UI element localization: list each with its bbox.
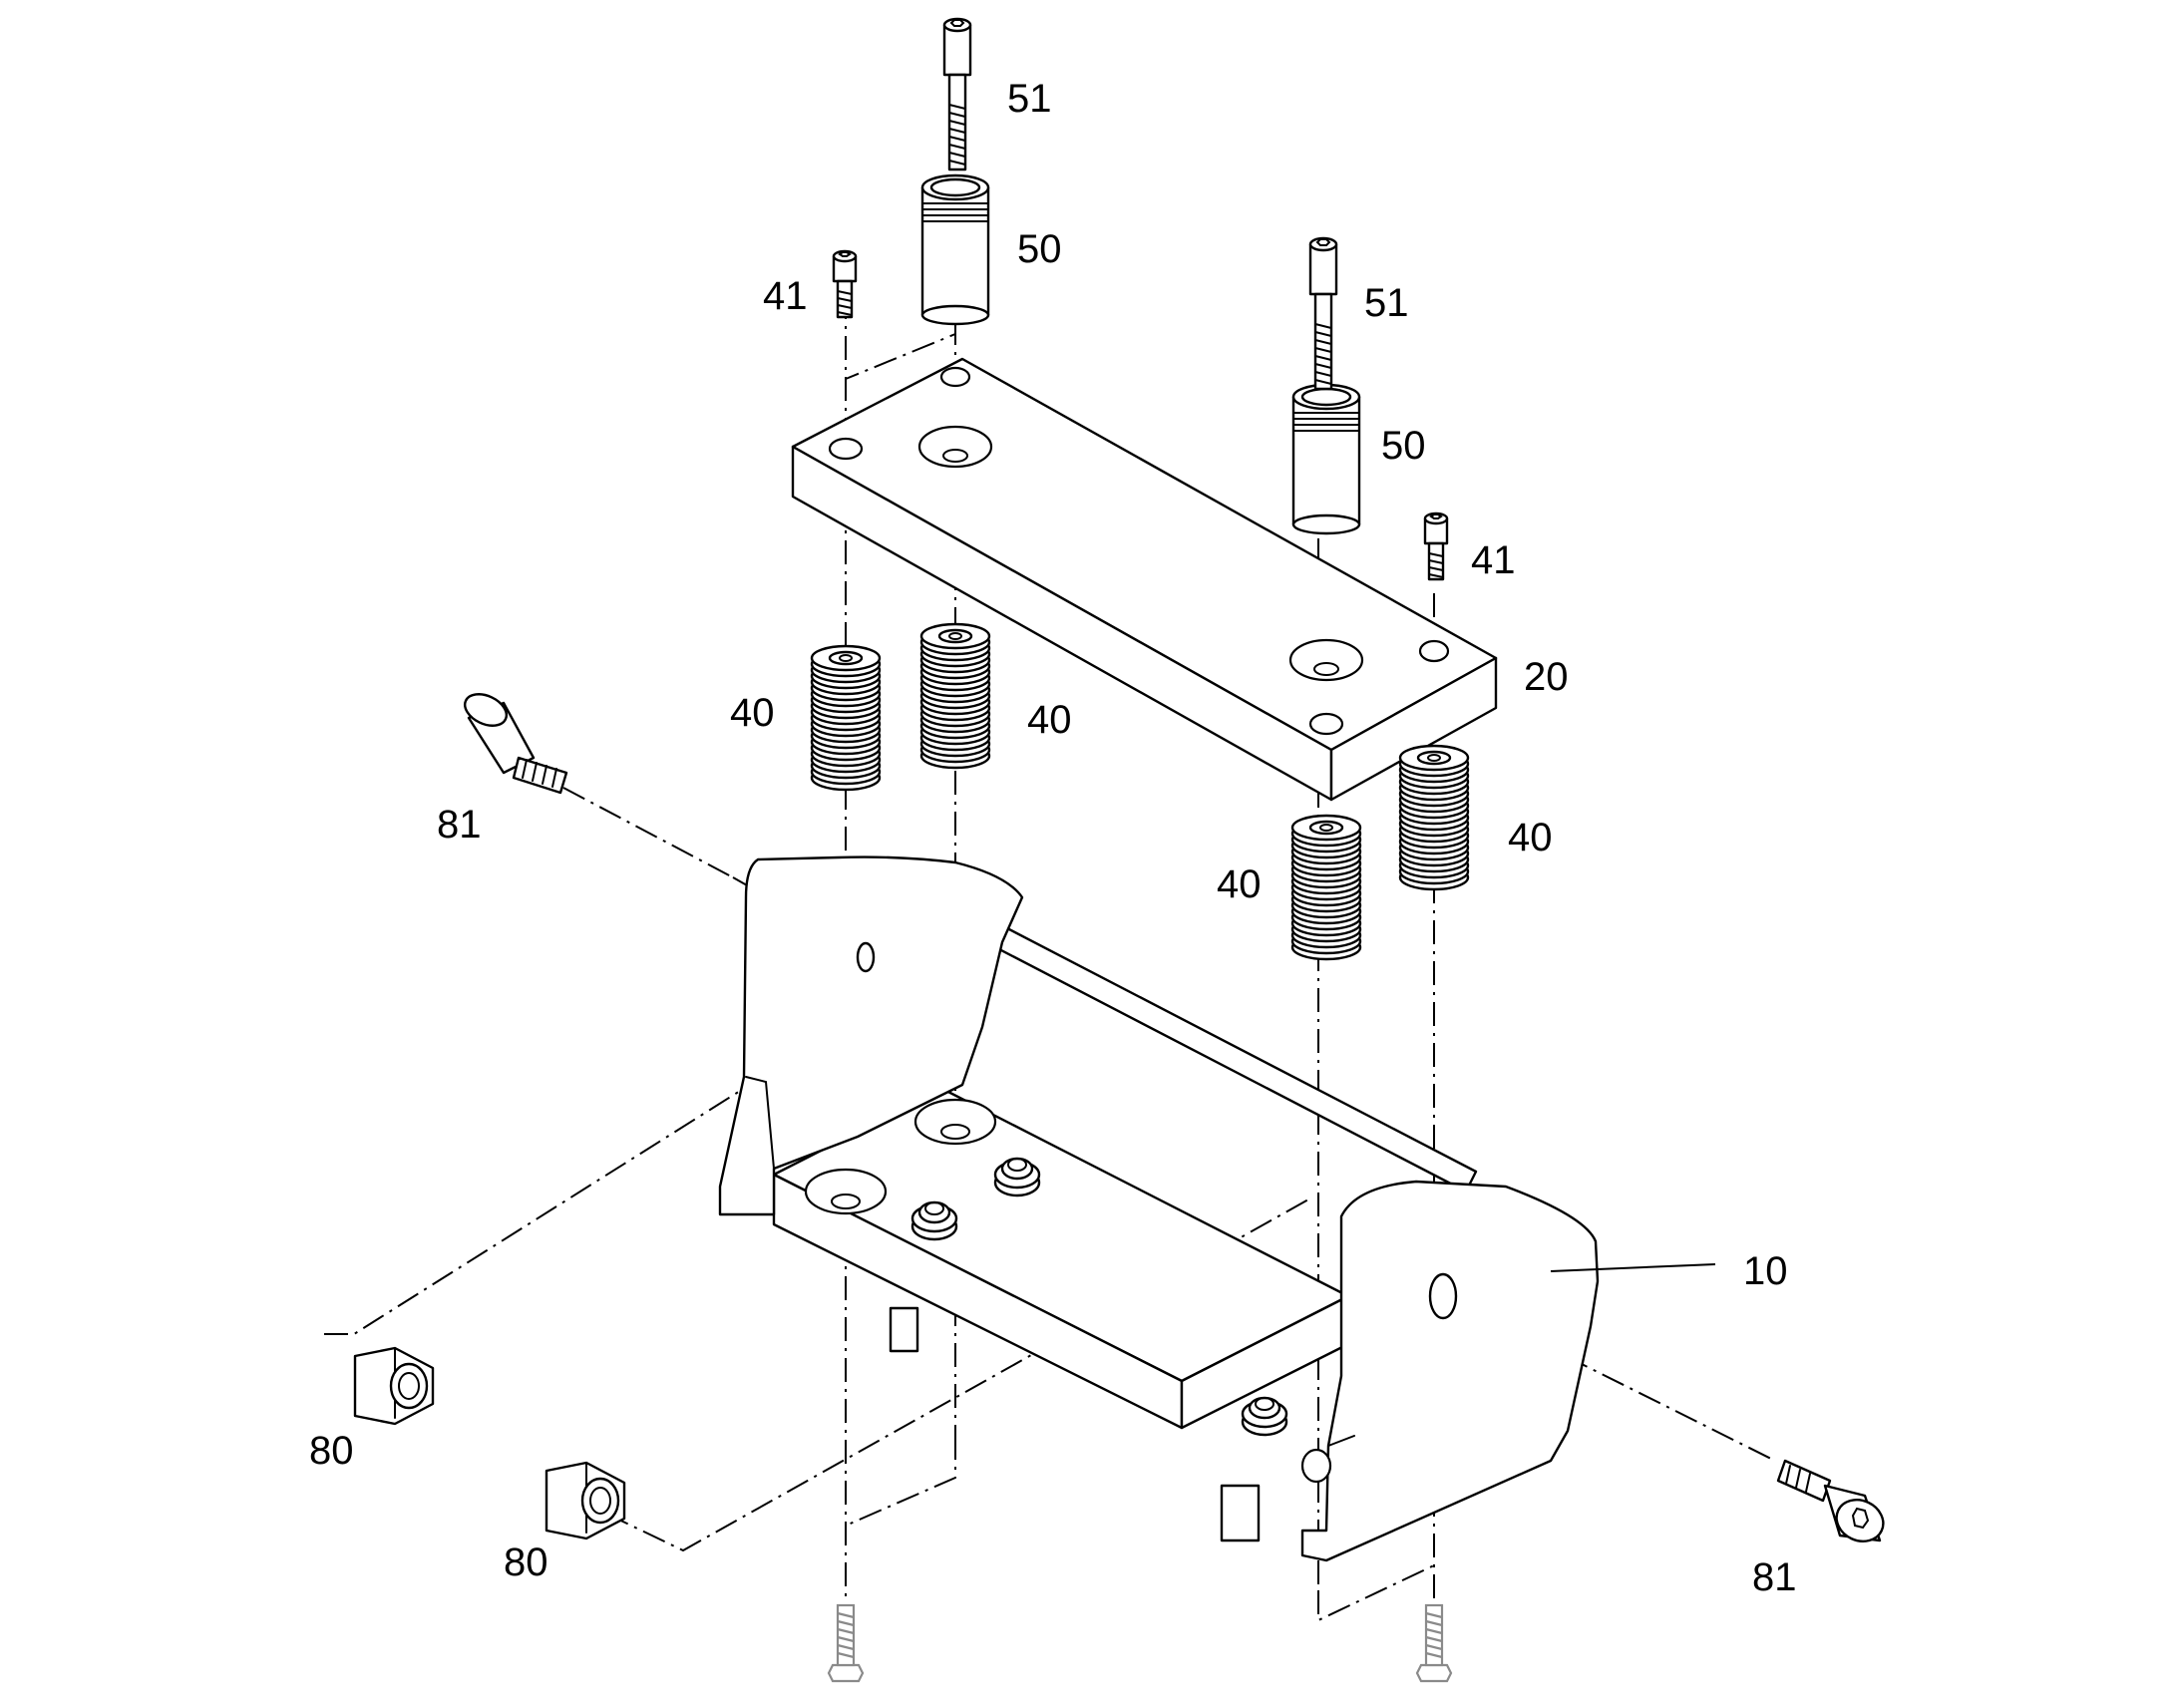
callout-40-a: 40 xyxy=(730,691,775,735)
callout-50-middle: 50 xyxy=(1381,424,1426,468)
side-bolt-left xyxy=(464,693,568,795)
base-leader-line xyxy=(1550,1263,1716,1272)
callout-81-right: 81 xyxy=(1752,1555,1797,1599)
callout-51-top: 51 xyxy=(1007,77,1052,121)
nuts xyxy=(353,1346,626,1540)
callout-50-top: 50 xyxy=(1017,227,1062,271)
side-bolt-right xyxy=(1776,1459,1885,1542)
top-plate xyxy=(791,357,1498,802)
callout-40-c: 40 xyxy=(1217,862,1262,906)
callout-41-top: 41 xyxy=(763,274,808,318)
callout-80-left: 80 xyxy=(309,1429,354,1473)
callout-80-right: 80 xyxy=(504,1540,548,1584)
callout-labels: 51 50 41 51 50 41 20 40 40 40 40 81 10 8… xyxy=(309,77,1797,1599)
callout-51-middle: 51 xyxy=(1364,281,1409,325)
callout-40-d: 40 xyxy=(1508,816,1553,859)
callout-20: 20 xyxy=(1524,655,1569,699)
callout-81-left: 81 xyxy=(437,803,482,847)
callout-40-b: 40 xyxy=(1027,698,1072,742)
grey-screws xyxy=(827,1603,1453,1683)
callout-10: 10 xyxy=(1743,1249,1788,1293)
base-bracket xyxy=(718,855,1600,1562)
callout-41-middle: 41 xyxy=(1471,538,1516,582)
